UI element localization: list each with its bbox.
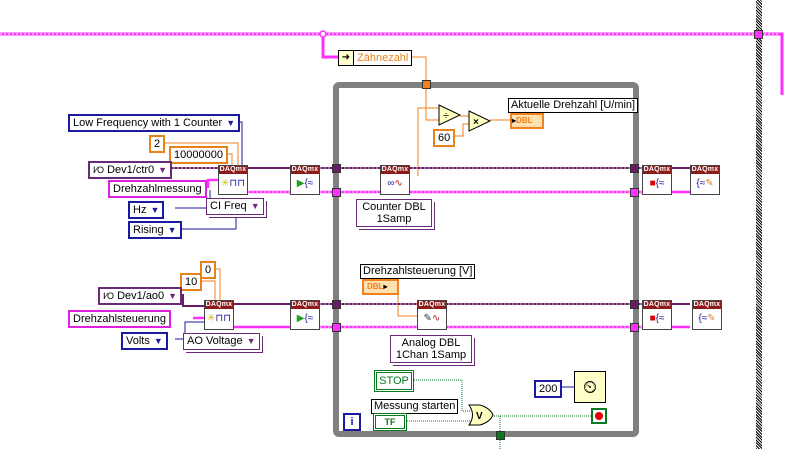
read-mode-selector[interactable]: Counter DBL 1Samp (356, 199, 432, 227)
loop-tunnel-zaehnezahl (422, 80, 431, 89)
or-function[interactable]: V (468, 404, 494, 426)
multiply-symbol: × (473, 117, 479, 128)
edge-enum-rising[interactable]: Rising▼ (128, 221, 182, 239)
dropdown-arrow-icon: ▼ (167, 225, 177, 235)
create-channel-icon: ✳⊓⊓ (221, 178, 245, 189)
create-channel-icon: ✳⊓⊓ (207, 313, 231, 324)
daqmx-clear-task-ao[interactable]: DAQmx {≈✎ (692, 300, 722, 330)
daqmx-create-channel-ci[interactable]: DAQmx ✳⊓⊓ (218, 165, 248, 195)
wait-ms-constant[interactable]: 200 (534, 380, 563, 398)
dropdown-arrow-icon: ▼ (168, 291, 178, 301)
start-task-icon: ▶{≈ (296, 178, 314, 189)
loop-tunnel-task-ao-out (630, 300, 639, 309)
dropdown-arrow-icon: ▼ (250, 201, 260, 211)
clear-task-eraser-icon: {≈✎ (698, 313, 716, 324)
while-loop[interactable] (333, 82, 639, 437)
write-arrow-icon: ➜ (339, 51, 354, 65)
loop-tunnel-error-ao-out (630, 323, 639, 332)
task-name-drehzahlsteuerung[interactable]: Drehzahlsteuerung (68, 310, 171, 328)
clear-task-eraser-icon: {≈✎ (696, 178, 714, 189)
loop-tunnel-error-ci-out (630, 188, 639, 197)
write-mode-selector[interactable]: Analog DBL 1Chan 1Samp (390, 335, 472, 363)
daqmx-stop-task-ao[interactable]: DAQmx ■{≈ (642, 300, 672, 330)
dropdown-arrow-icon: ▼ (153, 336, 163, 346)
stop-if-true-icon (595, 412, 603, 420)
daqmx-clear-task-ci[interactable]: DAQmx {≈✎ (690, 165, 720, 195)
stop-task-icon: ■{≈ (649, 178, 665, 189)
dropdown-arrow-icon: ▼ (158, 165, 168, 175)
iteration-terminal: i (343, 413, 361, 431)
diagram-scroll-edge[interactable] (756, 0, 762, 449)
constant-60[interactable]: 60 (433, 129, 456, 147)
dropdown-arrow-icon: ▼ (226, 118, 236, 128)
numeric-wires (162, 56, 510, 317)
start-control-label: Messung starten (371, 399, 459, 414)
indicator-arrow-icon: ▸ (512, 116, 517, 125)
control-arrow-icon: ▸ (383, 282, 388, 291)
daqmx-start-task-ao[interactable]: DAQmx ▶{≈ (290, 300, 320, 330)
ci-freq-selector[interactable]: CI Freq▼ (206, 198, 264, 215)
control-label-drehzahlsteuerung: Drehzahlsteuerung [V] (360, 264, 476, 279)
daqmx-write-analog[interactable]: DAQmx ✎∿ (417, 300, 447, 330)
start-task-icon: ▶{≈ (296, 313, 314, 324)
constant-0[interactable]: 0 (200, 261, 217, 279)
local-variable-zaehnezahl[interactable]: ➜ Zähnezahl (338, 50, 413, 66)
control-drehzahlsteuerung[interactable]: DBL▸ (362, 279, 399, 295)
read-glasses-icon: ∞∿ (387, 178, 403, 189)
io-name-icon: I∕O (103, 291, 115, 301)
daqmx-start-task-ci[interactable]: DAQmx ▶{≈ (290, 165, 320, 195)
loop-tunnel-boolean-out (496, 431, 505, 440)
loop-condition-terminal[interactable] (591, 408, 607, 424)
stop-task-icon: ■{≈ (649, 313, 665, 324)
constant-2[interactable]: 2 (149, 135, 166, 153)
loop-tunnel-task-ci-out (630, 164, 639, 173)
task-name-drehzahlmessung[interactable]: Drehzahlmessung (108, 180, 207, 198)
or-symbol: V (476, 411, 483, 422)
dropdown-arrow-icon: ▼ (246, 336, 256, 346)
error-wires-dash (248, 191, 642, 328)
string-wire-junction (754, 30, 763, 39)
string-wire-top (0, 30, 784, 95)
measurement-type-enum[interactable]: Low Frequency with 1 Counter▼ (68, 114, 241, 132)
io-name-icon: I∕O (93, 165, 105, 175)
ao-voltage-selector[interactable]: AO Voltage▼ (183, 333, 260, 350)
loop-tunnel-error-ao-in (332, 323, 341, 332)
loop-tunnel-task-ci-in (332, 164, 341, 173)
indicator-drehzahl[interactable]: ▸DBL (510, 113, 544, 129)
loop-tunnel-task-ao-in (332, 300, 341, 309)
counter-channel-control[interactable]: I∕O Dev1/ctr0▼ (88, 161, 173, 179)
task-wires-dash (165, 167, 642, 305)
daqmx-stop-task-ci[interactable]: DAQmx ■{≈ (642, 165, 672, 195)
daqmx-read-counter[interactable]: DAQmx ∞∿ (380, 165, 410, 195)
stop-button-terminal[interactable]: STOP (374, 370, 414, 392)
start-boolean-control[interactable]: TF (373, 413, 407, 431)
loop-tunnel-error-ci-in (332, 188, 341, 197)
divide-function[interactable]: ÷ (438, 104, 462, 126)
ao-channel-control[interactable]: I∕O Dev1/ao0▼ (98, 287, 183, 305)
constant-10[interactable]: 10 (180, 273, 203, 291)
dropdown-arrow-icon: ▼ (150, 205, 160, 215)
divide-symbol: ÷ (443, 110, 449, 122)
write-pencil-icon: ✎∿ (423, 313, 441, 324)
indicator-label-drehzahl: Aktuelle Drehzahl [U/min] (508, 98, 639, 113)
wait-ms-metronome-icon[interactable]: ⏲ (574, 371, 606, 403)
multiply-function[interactable]: × (468, 110, 492, 132)
units-enum-hz[interactable]: Hz▼ (128, 201, 165, 219)
units-enum-volts[interactable]: Volts▼ (121, 332, 168, 350)
constant-10000000[interactable]: 10000000 (169, 146, 228, 164)
daqmx-create-channel-ao[interactable]: DAQmx ✳⊓⊓ (204, 300, 234, 330)
